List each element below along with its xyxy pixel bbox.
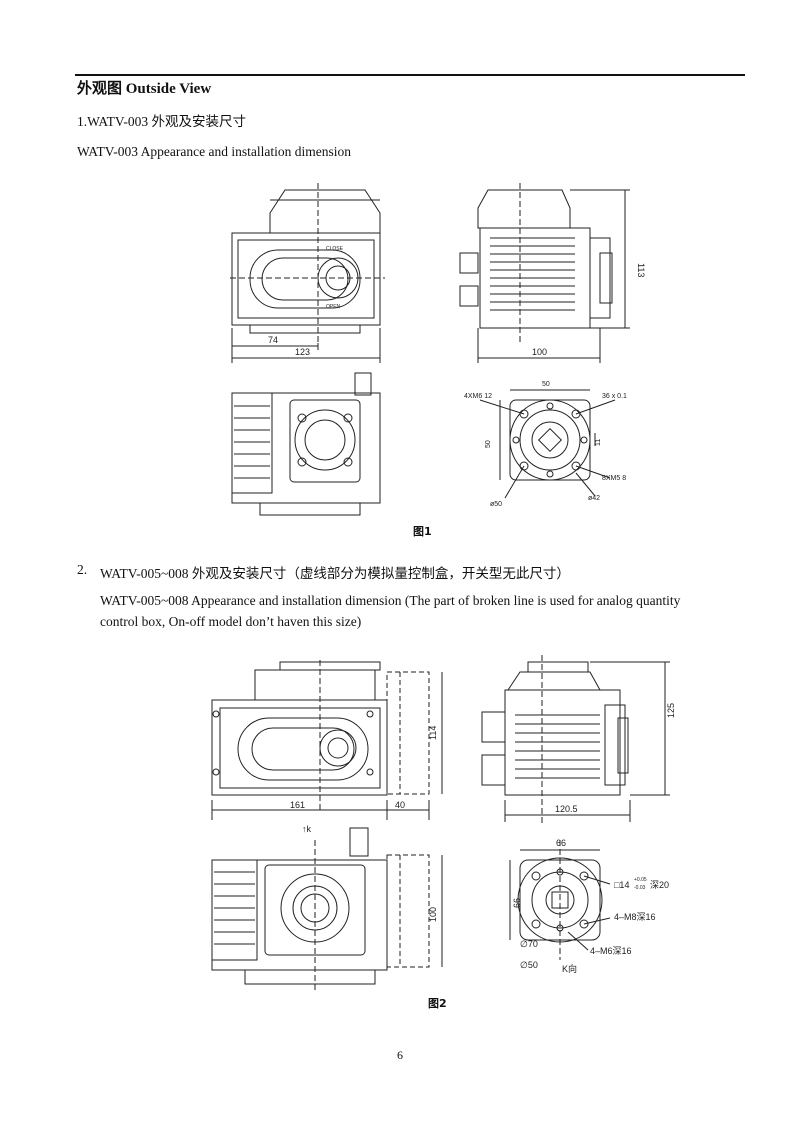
fig2-dim-120-5: 120.5 [555, 804, 578, 814]
fig2-dim-161: 161 [290, 800, 305, 810]
fig2-callout-m8: 4–M8深16 [614, 912, 656, 922]
fig2-callout-square-tol-up: +0.05 [634, 877, 647, 883]
fig2-k-view: K向 [562, 963, 577, 974]
page-number: 6 [397, 1048, 403, 1062]
fig2-phi-50: ∅50 [520, 960, 538, 970]
fig1-side-view [459, 183, 630, 363]
fig2-callout-m6: 4–M6深16 [590, 946, 632, 956]
fig1-dim-100: 100 [532, 347, 547, 357]
fig2-dim-114: 114 [428, 726, 438, 740]
figure-2-caption: 图2 [428, 997, 447, 1010]
section2-title: WATV-005~008 外观及安装尺寸（虚线部分为模拟量控制盒，开关型无此尺寸… [100, 566, 570, 581]
fig2-bottom-view [211, 827, 443, 990]
figure-2-drawing: 114 161 40 120.5 125 100 66 66 ↑k □14 +0… [211, 655, 676, 990]
section1-title: 1.WATV-003 外观及安装尺寸 [77, 114, 247, 129]
fig2-dim-66-top: 66 [556, 838, 566, 848]
fig2-callout-square-depth: 深20 [650, 880, 669, 890]
fig2-k-arrow: ↑k [302, 824, 312, 834]
section1-subtitle: WATV-003 Appearance and installation dim… [77, 144, 351, 159]
fig1-dim-11: 11 [595, 439, 602, 446]
fig2-side-view [481, 655, 670, 825]
fig1-flange-view [479, 389, 616, 499]
fig2-dim-66-side: 66 [512, 898, 522, 908]
fig1-phi-42: ø42 [588, 495, 600, 502]
figure-1-drawing: CLOSE OPEN 74 123 100 113 50 50 11 4XM6 … [230, 183, 646, 516]
fig1-dim-50-side: 50 [485, 440, 492, 448]
fig1-open-label: OPEN [326, 304, 341, 310]
top-rule [75, 74, 745, 76]
fig2-phi-70: ∅70 [520, 939, 538, 949]
fig1-dim-50-top: 50 [542, 381, 550, 388]
fig2-callout-square-tol-dn: -0.03 [634, 885, 646, 891]
section2-subtitle-line2: control box, On-off model don’t haven th… [100, 614, 362, 629]
fig1-dim-123: 123 [295, 347, 310, 357]
fig1-callout-4xm6: 4XM6 12 [464, 393, 492, 400]
fig1-dim-113: 113 [636, 263, 646, 277]
fig1-bottom-view [231, 372, 381, 516]
section2-number: 2. [77, 562, 88, 577]
section2-subtitle-line1: WATV-005~008 Appearance and installation… [100, 593, 681, 608]
fig1-callout-8xm5: 8XM5 8 [602, 475, 626, 482]
figure-1-caption: 图1 [413, 525, 432, 538]
fig1-phi-50: ø50 [490, 501, 502, 508]
fig1-callout-36: 36 x 0.1 [602, 393, 627, 400]
fig2-dim-125: 125 [666, 703, 676, 718]
fig2-dim-40: 40 [395, 800, 405, 810]
fig2-flange-view [509, 840, 611, 960]
fig2-front-view [211, 660, 443, 820]
fig2-dim-100: 100 [428, 907, 438, 922]
fig2-callout-square: □14 [614, 880, 629, 890]
fig1-dim-74: 74 [268, 335, 278, 345]
fig1-close-label: CLOSE [326, 246, 344, 252]
page-heading: 外观图 Outside View [77, 81, 212, 97]
fig1-front-view [230, 183, 385, 363]
